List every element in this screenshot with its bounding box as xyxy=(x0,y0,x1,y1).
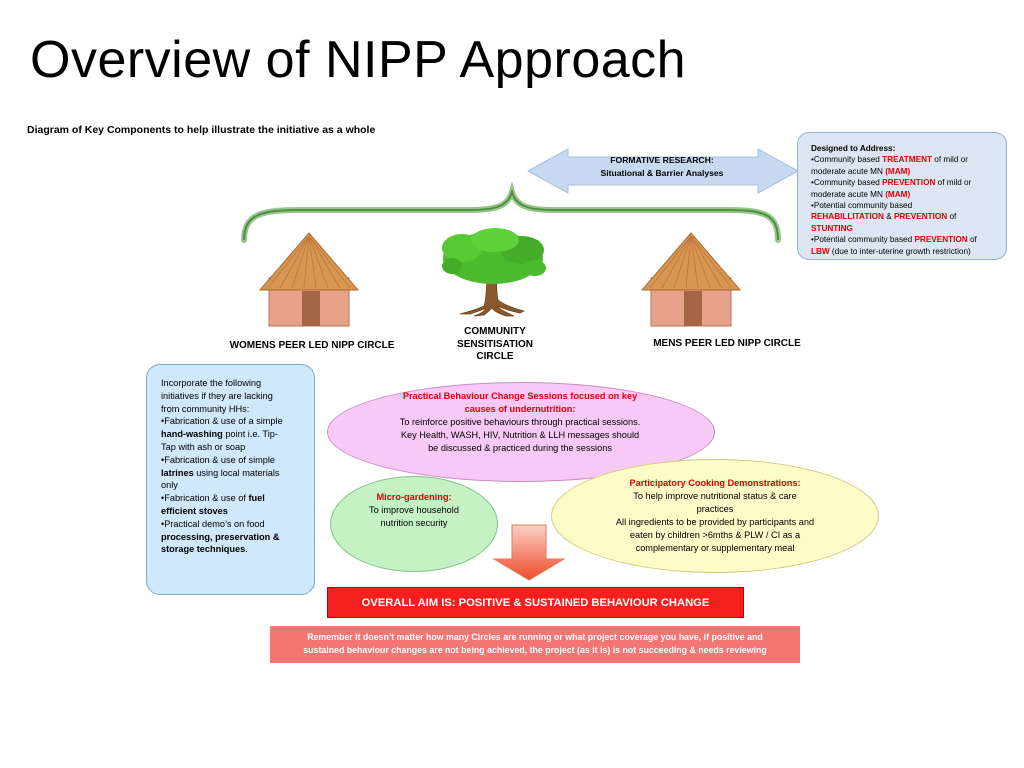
micro-gardening-ellipse xyxy=(330,476,498,572)
mens-circle-label: MENS PEER LED NIPP CIRCLE xyxy=(653,338,801,349)
initiatives-box: Incorporate the following initiatives if… xyxy=(146,364,315,595)
tree-icon xyxy=(442,228,546,317)
mens-hut-icon xyxy=(640,232,742,327)
community-circle-label: COMMUNITY SENSITISATION CIRCLE xyxy=(457,326,533,362)
page-title: Overview of NIPP Approach xyxy=(30,31,687,89)
cooking-demonstrations-ellipse xyxy=(551,459,879,573)
womens-hut-icon xyxy=(258,232,360,327)
micro-gardening-text: Micro-gardening: To improve household nu… xyxy=(369,492,459,528)
reminder-note: Remember it doesn’t matter how many Circ… xyxy=(270,626,800,663)
designed-to-address-box: Designed to Address: •Community based TR… xyxy=(797,132,1007,260)
cooking-demonstrations-text: Participatory Cooking Demonstrations: To… xyxy=(615,478,815,553)
overall-aim-banner: OVERALL AIM IS: POSITIVE & SUSTAINED BEH… xyxy=(327,587,744,618)
formative-research-label: FORMATIVE RESEARCH: Situational & Barrie… xyxy=(600,155,724,178)
diagram-subtitle: Diagram of Key Components to help illust… xyxy=(27,124,376,136)
behaviour-change-sessions-text: Practical Behaviour Change Sessions focu… xyxy=(399,391,641,453)
down-arrow-icon xyxy=(492,524,566,581)
womens-circle-label: WOMENS PEER LED NIPP CIRCLE xyxy=(229,340,395,351)
